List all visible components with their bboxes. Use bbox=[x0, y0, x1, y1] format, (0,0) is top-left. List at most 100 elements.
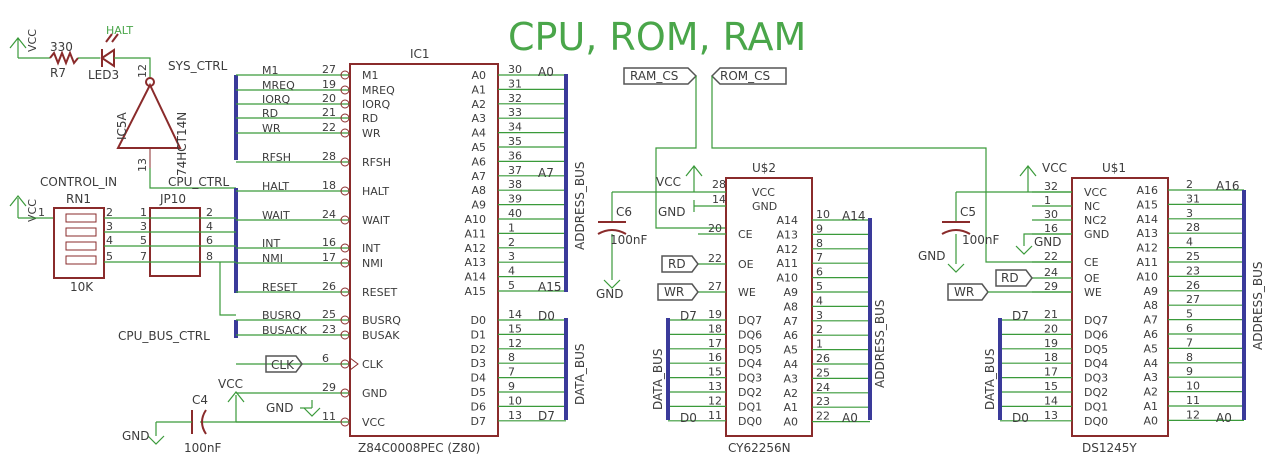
cpu-left-num-0: 27 bbox=[322, 63, 336, 76]
ram-wr-tag bbox=[657, 283, 699, 301]
rom-addr-name-15: A1 bbox=[1143, 400, 1158, 413]
rom-gnd-label: GND bbox=[1034, 235, 1062, 249]
cpu-addr-name-0: A0 bbox=[471, 69, 486, 82]
ram-a14-tag: A14 bbox=[842, 209, 865, 223]
cpu-data-name-0: D0 bbox=[471, 314, 486, 327]
ram-data-name-0: DQ7 bbox=[738, 314, 762, 327]
ram-addr-num-12: 24 bbox=[816, 381, 830, 394]
ram-top-name-1: GND bbox=[752, 200, 777, 213]
cpu-left-bubble-0 bbox=[340, 70, 350, 80]
page-title: CPU, ROM, RAM bbox=[508, 15, 806, 59]
c4-ref: C4 bbox=[192, 393, 208, 407]
ram-d0-tag: D0 bbox=[680, 411, 697, 425]
jp10-ref: JP10 bbox=[159, 192, 186, 206]
ram-addr-name-8: A6 bbox=[783, 329, 798, 342]
c4-gnd-label: GND bbox=[122, 429, 150, 443]
cpu-left-num-10: 26 bbox=[322, 280, 336, 293]
sys-ctrl-label: SYS_CTRL bbox=[168, 59, 228, 73]
cpu-left-net-9: NMI bbox=[262, 252, 283, 265]
svg-text:2: 2 bbox=[206, 206, 213, 219]
ram-left-name-0: CE bbox=[738, 228, 753, 241]
rom-addr-name-4: A12 bbox=[1136, 242, 1158, 255]
ram-left-name-1: OE bbox=[738, 258, 754, 271]
ram-addr-num-3: 7 bbox=[816, 251, 823, 264]
ram-addr-name-4: A10 bbox=[776, 272, 798, 285]
rom-addr-num-0: 2 bbox=[1186, 178, 1193, 191]
svg-text:1: 1 bbox=[140, 206, 147, 219]
cpu-left-num-2: 20 bbox=[322, 92, 336, 105]
cpu-left-net-10: RESET bbox=[262, 281, 298, 294]
ram-data-num-3: 16 bbox=[708, 351, 722, 364]
cpu-left-net-5: RFSH bbox=[262, 151, 291, 164]
cpu-left-num-8: 16 bbox=[322, 236, 336, 249]
r7-value: 330 bbox=[50, 40, 73, 54]
ram-left-name-2: WE bbox=[738, 286, 756, 299]
cpu-left-num-3: 21 bbox=[322, 106, 336, 119]
rom-data-num-2: 19 bbox=[1044, 337, 1058, 350]
cpu-left-num-13: 6 bbox=[322, 352, 329, 365]
cpu-left-bubble-14 bbox=[340, 388, 350, 398]
ram-address-bus-label: ADDRESS_BUS bbox=[873, 300, 887, 388]
led3-ref: LED3 bbox=[88, 68, 119, 82]
cpu-data-name-2: D2 bbox=[471, 343, 486, 356]
cpu-left-num-6: 18 bbox=[322, 179, 336, 192]
cpu-left-net-3: RD bbox=[262, 107, 278, 120]
ram-addr-name-2: A12 bbox=[776, 243, 798, 256]
cpu-data-num-0: 14 bbox=[508, 308, 522, 321]
rom-addr-name-14: A2 bbox=[1143, 386, 1158, 399]
ram-addr-num-11: 25 bbox=[816, 366, 830, 379]
cpu-addr-name-11: A11 bbox=[464, 227, 486, 240]
rom-address-bus-label: ADDRESS_BUS bbox=[1251, 262, 1265, 350]
rom-left-num-0: 32 bbox=[1044, 180, 1058, 193]
ram-addr-num-6: 4 bbox=[816, 294, 823, 307]
cpu-data-name-4: D4 bbox=[471, 372, 486, 385]
ic5a-inverter: 12 13 IC5A 74HCT14N bbox=[115, 64, 236, 189]
ram-address-pins: 10A149A138A127A116A105A94A83A72A61A526A4… bbox=[776, 208, 870, 429]
ram-addr-name-6: A8 bbox=[783, 300, 798, 313]
cpu-addr-num-3: 33 bbox=[508, 106, 522, 119]
cpu-addr-name-6: A6 bbox=[471, 155, 486, 168]
rom-data-num-1: 20 bbox=[1044, 322, 1058, 335]
rom-left-name-5: OE bbox=[1084, 272, 1100, 285]
cpu-gnd-label: GND bbox=[266, 401, 294, 415]
ic5a-value: 74HCT14N bbox=[175, 112, 189, 176]
cpu-left-bubble-13 bbox=[340, 359, 350, 369]
cpu-addr-num-2: 32 bbox=[508, 92, 522, 105]
ram-addr-name-9: A5 bbox=[783, 344, 798, 357]
rom-addr-num-4: 4 bbox=[1186, 236, 1193, 249]
cpu-data-num-3: 8 bbox=[508, 351, 515, 364]
cpu-left-num-15: 11 bbox=[322, 410, 336, 423]
ram-addr-name-3: A11 bbox=[776, 257, 798, 270]
cpu-left-name-9: NMI bbox=[362, 257, 383, 270]
rom-left-name-0: VCC bbox=[1084, 186, 1107, 199]
ram-data-num-6: 12 bbox=[708, 394, 722, 407]
rom-left-num-3: 16 bbox=[1044, 222, 1058, 235]
cpu-a0-tag: A0 bbox=[538, 65, 554, 79]
ram-data-num-7: 11 bbox=[708, 409, 722, 422]
cpu-left-bubble-4 bbox=[340, 128, 350, 138]
ram-top-num-0: 28 bbox=[712, 178, 726, 191]
rom-left-name-3: GND bbox=[1084, 228, 1109, 241]
rom-addr-num-16: 12 bbox=[1186, 408, 1200, 421]
cpu-addr-name-5: A5 bbox=[471, 141, 486, 154]
rom-ref: U$1 bbox=[1102, 161, 1126, 175]
ram-data-name-7: DQ0 bbox=[738, 415, 762, 428]
cpu-data-name-5: D5 bbox=[471, 386, 486, 399]
cpu-left-net-1: MREQ bbox=[262, 79, 295, 92]
rom-data-name-3: DQ4 bbox=[1084, 357, 1108, 370]
svg-text:2: 2 bbox=[106, 206, 113, 219]
rom-vcc-label: VCC bbox=[1042, 161, 1067, 175]
cpu-left-name-12: BUSAK bbox=[362, 329, 400, 342]
cpu-vcc-label: VCC bbox=[218, 377, 243, 391]
rom-addr-num-10: 6 bbox=[1186, 322, 1193, 335]
cpu-left-bubble-15 bbox=[340, 417, 350, 427]
cpu-left-num-9: 17 bbox=[322, 251, 336, 264]
cpu-left-net-0: M1 bbox=[262, 64, 279, 77]
rom-data-num-3: 18 bbox=[1044, 351, 1058, 364]
rom-left-num-4: 22 bbox=[1044, 250, 1058, 263]
rom-left-num-5: 24 bbox=[1044, 266, 1058, 279]
ram-addr-num-14: 22 bbox=[816, 410, 830, 423]
cpu-left-num-7: 24 bbox=[322, 208, 336, 221]
ram-data-name-2: DQ5 bbox=[738, 343, 762, 356]
